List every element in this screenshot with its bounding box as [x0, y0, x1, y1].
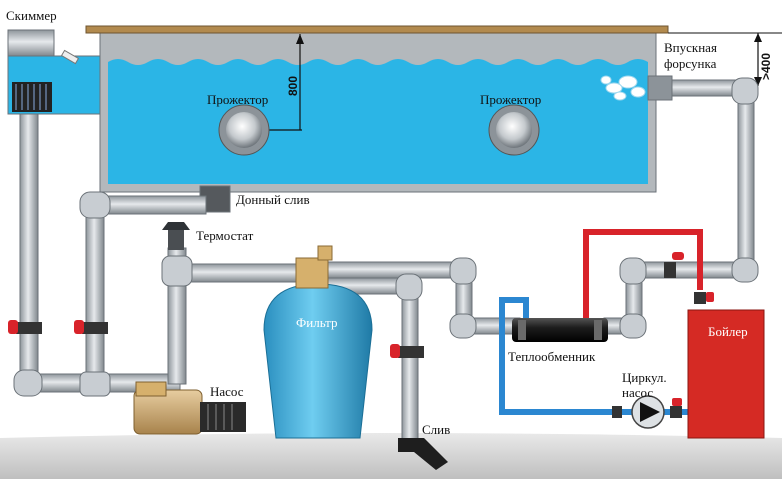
- heat-exchanger-cap-right: [594, 320, 602, 340]
- pool-deck: [85, 25, 669, 34]
- hot-pipe: [583, 229, 703, 322]
- skimmer-basket: [12, 82, 52, 112]
- valve-circ-in: [612, 406, 622, 418]
- label-circ-pump-2: насос: [622, 385, 653, 400]
- valve-circ: [670, 398, 682, 418]
- label-inlet-nozzle-1: Впускная: [664, 40, 717, 55]
- pipe-elbows: [13, 77, 759, 397]
- label-drain: Слив: [422, 422, 450, 437]
- label-circ-pump-1: Циркул.: [622, 370, 667, 385]
- label-boiler: Бойлер: [708, 324, 748, 339]
- pool-water: [108, 59, 648, 184]
- skimmer-flap: [60, 49, 80, 65]
- label-skimmer: Скиммер: [6, 8, 57, 23]
- label-pump: Насос: [210, 384, 244, 399]
- valve-drain-line: [74, 320, 108, 334]
- ground: [0, 433, 782, 479]
- heat-exchanger: [512, 318, 608, 342]
- valve-skimmer: [8, 320, 42, 334]
- drain-outlet: [398, 438, 448, 470]
- label-projector-left: Прожектор: [207, 92, 268, 107]
- pipe-network: [19, 75, 755, 449]
- depth-dim-arrow: [296, 34, 304, 44]
- nozzle-bubbles: [600, 75, 646, 101]
- valves: [8, 252, 714, 418]
- circulation-pump: [631, 395, 665, 429]
- boiler: [687, 309, 765, 439]
- valve-drain-outlet: [390, 344, 424, 358]
- skimmer-body: [7, 29, 55, 57]
- heat-exchanger-cap-left: [518, 320, 526, 340]
- depth-dim-label: 800: [286, 76, 300, 96]
- valve-boiler: [694, 292, 714, 304]
- label-inlet-nozzle-2: форсунка: [664, 56, 717, 71]
- label-filter: Фильтр: [296, 315, 338, 330]
- valve-return: [664, 252, 684, 278]
- nozzle-dim-arrow-bottom: [754, 77, 762, 86]
- nozzle-dim-arrow-top: [754, 33, 762, 42]
- thermostat: [162, 222, 190, 250]
- projector-left: [218, 104, 270, 156]
- label-heat-exchanger: Теплообменник: [508, 349, 596, 364]
- skimmer-basket-grid: [15, 84, 47, 110]
- label-projector-right: Прожектор: [480, 92, 541, 107]
- label-thermostat: Термостат: [196, 228, 254, 243]
- projector-right: [488, 104, 540, 156]
- label-bottom-drain: Донный слив: [236, 192, 310, 207]
- main-pump: [133, 381, 246, 435]
- filter: [263, 245, 373, 439]
- nozzle-dim-label: >400: [759, 53, 773, 80]
